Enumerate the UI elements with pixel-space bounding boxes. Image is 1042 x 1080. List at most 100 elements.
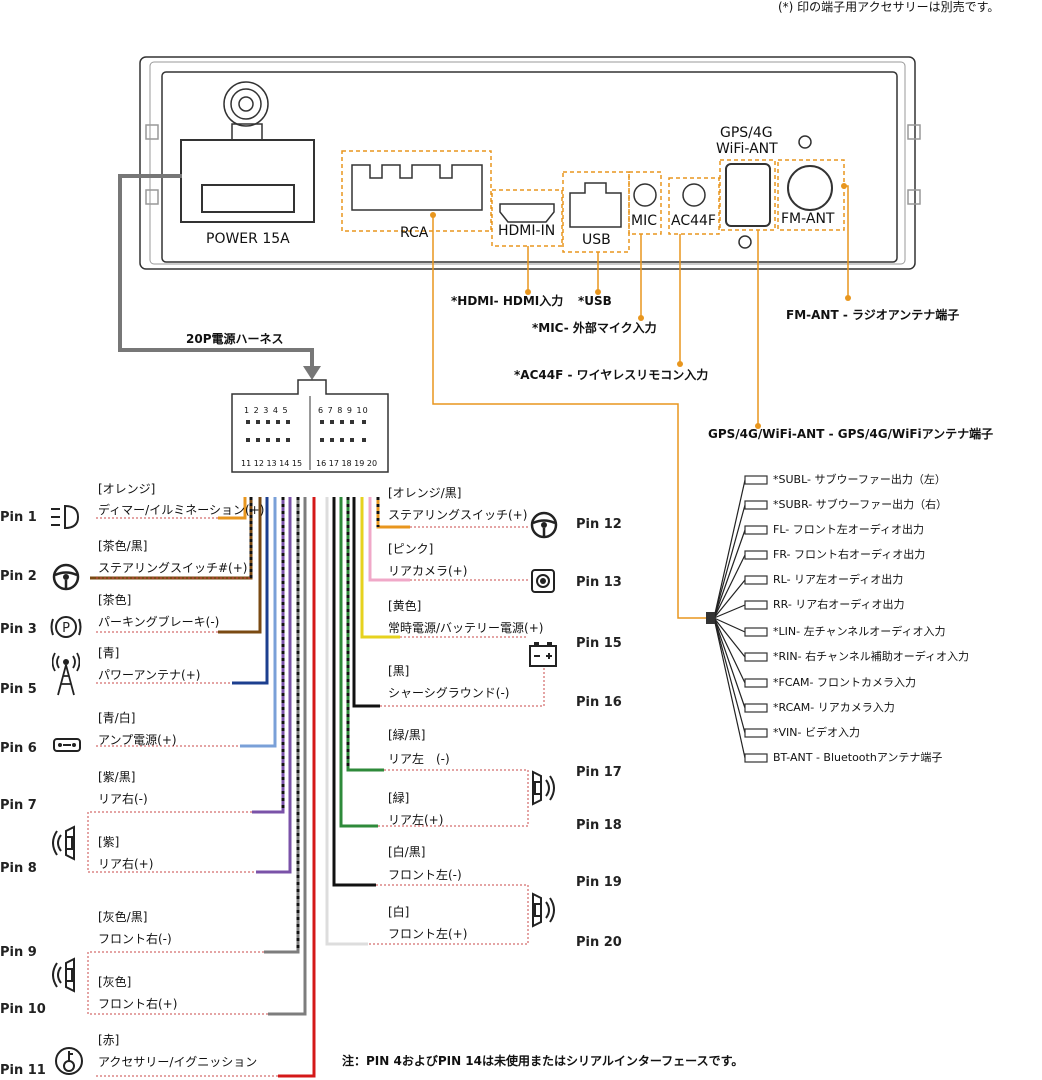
- usb-label: USB: [582, 232, 611, 248]
- pin-20-label: Pin 20: [576, 935, 622, 950]
- pin-11-function: アクセサリー/イグニッション: [98, 1055, 258, 1069]
- pin-6-function: アンプ電源(+): [98, 733, 177, 747]
- ac44f-callout: *AC44F - ワイヤレスリモコン入力: [514, 368, 709, 382]
- rca-output-item: *SUBR- サブウーファー出力（右）: [773, 498, 948, 511]
- rca-output-item: *VIN- ビデオ入力: [773, 726, 860, 739]
- pin-19-color: [白/黒]: [388, 845, 426, 859]
- hdmi-label: HDMI-IN: [498, 223, 556, 239]
- pin-6-label: Pin 6: [0, 741, 37, 756]
- pin-7-color: [紫/黒]: [98, 770, 136, 784]
- pin-20-function: フロント左(+): [388, 927, 468, 941]
- pin-17-color: [緑/黒]: [388, 728, 426, 742]
- fm-label: FM-ANT: [781, 211, 835, 227]
- pin-12-label: Pin 12: [576, 517, 622, 532]
- pin-6-color: [青/白]: [98, 711, 136, 725]
- front-left-speaker-icon: [532, 892, 555, 928]
- gps-label-2: WiFi-ANT: [716, 141, 778, 157]
- pin-12-function: ステアリングスイッチ(+): [388, 508, 528, 522]
- accessory-note: (*) 印の端子用アクセサリーは別売です。: [778, 0, 1000, 14]
- rca-output-item: *LIN- 左チャンネルオーディオ入力: [773, 625, 946, 638]
- pin-8-label: Pin 8: [0, 861, 37, 876]
- pin-9-label: Pin 9: [0, 945, 37, 960]
- pin-10-function: フロント右(+): [98, 997, 178, 1011]
- rear-camera-icon: [531, 569, 555, 593]
- pin-10-label: Pin 10: [0, 1002, 46, 1017]
- pin-20-color: [白]: [388, 905, 410, 919]
- harness-title: 20P電源ハーネス: [186, 332, 284, 346]
- pin-15-color: [黄色]: [388, 599, 422, 613]
- footnote: 注：PIN 4およびPIN 14は未使用またはシリアルインターフェースです。: [342, 1054, 744, 1068]
- harness-top-left: 1 2 3 4 5: [244, 406, 289, 415]
- ignition-key-icon: [55, 1047, 83, 1075]
- pin-1-color: [オレンジ]: [98, 482, 156, 496]
- mic-callout: *MIC- 外部マイク入力: [532, 321, 657, 335]
- harness-top-right: 6 7 8 9 10: [318, 406, 369, 415]
- pin-3-function: パーキングブレーキ(-): [98, 615, 220, 629]
- usb-callout: *USB: [578, 294, 612, 308]
- rca-output-item: RR- リア右オーディオ出力: [773, 598, 905, 611]
- pin-2-color: [茶色/黒]: [98, 539, 148, 553]
- pin-3-label: Pin 3: [0, 622, 37, 637]
- pin-8-function: リア右(+): [98, 857, 154, 871]
- pin-2-label: Pin 2: [0, 569, 37, 584]
- pin-12-color: [オレンジ/黒]: [388, 486, 462, 500]
- harness-connector: [231, 379, 389, 473]
- rear-right-speaker-icon: [52, 825, 75, 861]
- pin-1-function: ディマー/イルミネーション(+): [98, 503, 265, 517]
- front-right-speaker-icon: [52, 957, 75, 993]
- hdmi-callout: *HDMI- HDMI入力: [451, 294, 564, 308]
- left-wires: [90, 497, 316, 1078]
- power-label: POWER 15A: [206, 231, 290, 247]
- pin-19-label: Pin 19: [576, 875, 622, 890]
- pin-15-function: 常時電源/バッテリー電源(+): [388, 621, 544, 635]
- rca-output-item: *FCAM- フロントカメラ入力: [773, 676, 916, 689]
- rca-output-item: FL- フロント左オーディオ出力: [773, 523, 924, 536]
- pin-2-function: ステアリングスイッチ#(+): [98, 561, 248, 575]
- rca-output-item: FR- フロント右オーディオ出力: [773, 548, 926, 561]
- pin-16-label: Pin 16: [576, 695, 622, 710]
- amplifier-icon: [53, 738, 81, 752]
- gps-callout: GPS/4G/WiFi-ANT - GPS/4G/WiFiアンテナ端子: [708, 427, 994, 441]
- steering-switch-icon: [530, 511, 558, 539]
- svg-text:P: P: [62, 621, 70, 636]
- pin-7-function: リア右(-): [98, 792, 148, 806]
- label-guides: [87, 517, 545, 1077]
- harness-bottom-right: 16 17 18 19 20: [316, 459, 378, 468]
- rca-label: RCA: [400, 225, 429, 241]
- pin-13-color: [ピンク]: [388, 542, 434, 556]
- pin-16-color: [黒]: [388, 664, 410, 678]
- harness-bottom-left: 11 12 13 14 15: [241, 459, 303, 468]
- pin-18-label: Pin 18: [576, 818, 622, 833]
- rca-output-item: *SUBL- サブウーファー出力（左）: [773, 473, 946, 486]
- pin-11-color: [赤]: [98, 1033, 120, 1047]
- rear-left-speaker-icon: [532, 770, 555, 806]
- rca-output-item: *RCAM- リアカメラ入力: [773, 701, 895, 714]
- pin-16-function: シャーシグラウンド(-): [388, 686, 510, 700]
- dimmer-light-icon: [51, 504, 80, 530]
- pin-11-label: Pin 11: [0, 1063, 46, 1078]
- battery-icon: [529, 642, 557, 667]
- rca-fanout: [713, 479, 746, 759]
- pin-17-function: リア左 (-): [388, 752, 450, 766]
- pin-19-function: フロント左(-): [388, 868, 462, 882]
- pin-7-label: Pin 7: [0, 798, 37, 813]
- ac44f-label: AC44F: [671, 213, 716, 229]
- pin-10-color: [灰色]: [98, 975, 132, 989]
- pin-3-color: [茶色]: [98, 593, 132, 607]
- pin-13-label: Pin 13: [576, 575, 622, 590]
- right-wires: [325, 497, 410, 946]
- pin-9-function: フロント右(-): [98, 932, 172, 946]
- gps-label-1: GPS/4G: [720, 125, 773, 141]
- rca-output-item: *RIN- 右チャンネル補助オーディオ入力: [773, 650, 969, 663]
- pin-18-color: [緑]: [388, 791, 410, 805]
- pin-5-function: パワーアンテナ(+): [98, 668, 201, 682]
- fm-callout: FM-ANT - ラジオアンテナ端子: [786, 308, 960, 322]
- pin-1-label: Pin 1: [0, 510, 37, 525]
- pin-5-label: Pin 5: [0, 682, 37, 697]
- pin-15-label: Pin 15: [576, 636, 622, 651]
- rca-output-item: BT-ANT - Bluetoothアンテナ端子: [773, 751, 943, 764]
- mic-label: MIC: [631, 213, 657, 229]
- pin-17-label: Pin 17: [576, 765, 622, 780]
- pin-9-color: [灰色/黒]: [98, 910, 148, 924]
